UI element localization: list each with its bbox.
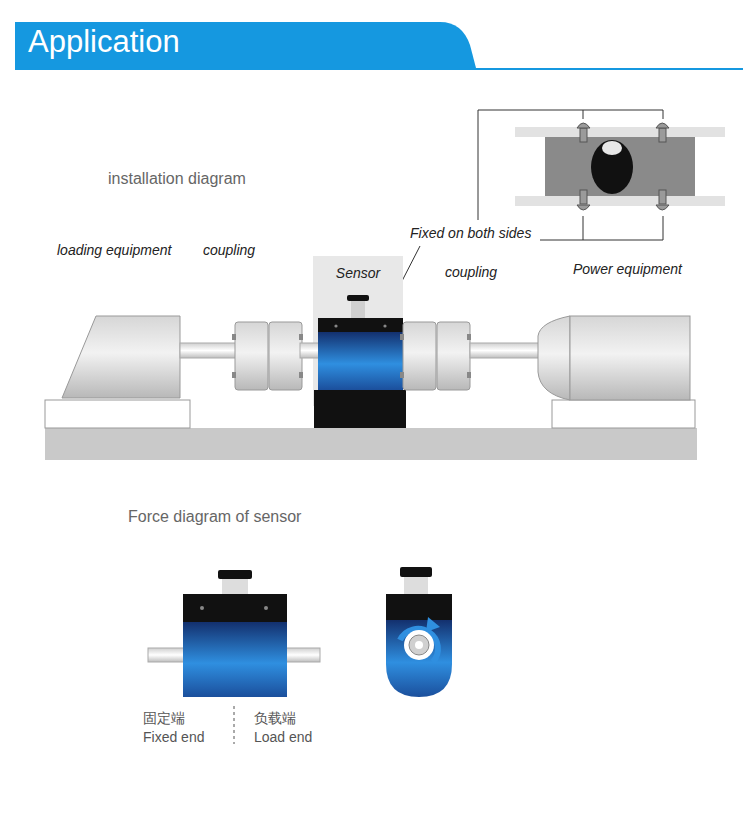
part-label: Fixed end bbox=[143, 729, 204, 745]
node-text: Sensor bbox=[316, 265, 400, 281]
header-rule bbox=[15, 68, 743, 70]
ground-plate bbox=[45, 428, 697, 460]
part-label: Load end bbox=[254, 729, 312, 745]
part-label: 负载端 bbox=[254, 710, 296, 728]
sensor-side-view bbox=[386, 567, 452, 697]
header-tab bbox=[15, 22, 476, 68]
page-title: Application bbox=[28, 24, 180, 60]
loading-equipment bbox=[45, 316, 238, 428]
part-label: Force diagram of sensor bbox=[128, 508, 301, 526]
part-label: loading equipment bbox=[57, 242, 171, 258]
part-label: coupling bbox=[203, 242, 255, 258]
part-label: Fixed on both sides bbox=[410, 225, 531, 241]
sensor-body bbox=[314, 295, 406, 428]
mounting-inset bbox=[382, 110, 725, 320]
sensor-label-panel: Sensor bbox=[312, 256, 404, 281]
part-label: Power equipment bbox=[573, 261, 682, 277]
power-equipment bbox=[470, 316, 695, 428]
coupling-right bbox=[400, 322, 471, 390]
part-label: coupling bbox=[445, 264, 497, 280]
sensor-backdrop bbox=[313, 256, 403, 406]
part-label: installation diagram bbox=[108, 170, 246, 188]
coupling-left bbox=[232, 322, 303, 390]
part-label: 固定端 bbox=[143, 710, 185, 728]
